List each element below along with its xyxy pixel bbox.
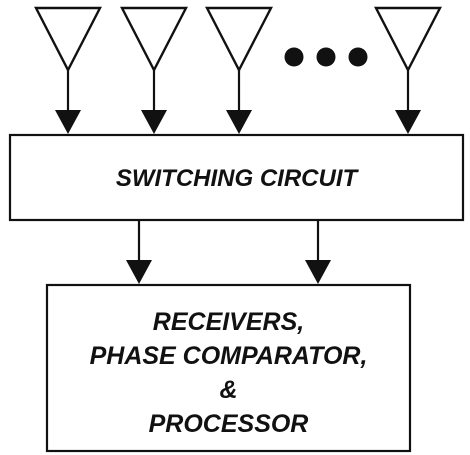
switching-circuit-block: SWITCHING CIRCUIT (8, 133, 465, 222)
antenna-2-arrowhead (141, 110, 167, 134)
antenna-2-icon (120, 6, 188, 73)
antenna-3-icon (205, 6, 273, 73)
processor-label-line-1: RECEIVERS, (153, 308, 304, 336)
interconnect-2 (305, 220, 331, 284)
ellipsis-dot-3 (348, 47, 368, 67)
processor-label-line-4: PROCESSOR (149, 410, 309, 438)
processor-label-line-3: & (219, 376, 237, 404)
processor-block: RECEIVERS, PHASE COMPARATOR, & PROCESSOR (45, 283, 412, 453)
interconnect-2-arrowhead (305, 260, 331, 284)
antenna-1-arrowhead (55, 110, 81, 134)
processor-label-line-2: PHASE COMPARATOR, (90, 342, 368, 370)
ellipsis-dot-1 (284, 47, 304, 67)
antenna-1 (34, 6, 102, 134)
antenna-3-arrowhead (226, 110, 252, 134)
ellipsis-dot-2 (316, 47, 336, 67)
antenna-4-arrowhead (395, 110, 421, 134)
antenna-3 (205, 6, 273, 134)
ellipsis-dots (284, 47, 368, 67)
antenna-2 (120, 6, 188, 134)
interconnect-1 (126, 220, 152, 284)
switching-circuit-box (8, 133, 465, 222)
processor-box (45, 283, 412, 453)
interconnect-1-arrowhead (126, 260, 152, 284)
switching-circuit-label: SWITCHING CIRCUIT (116, 165, 360, 192)
antenna-4-icon (374, 6, 442, 73)
antenna-1-icon (34, 6, 102, 73)
antenna-4 (374, 6, 442, 134)
